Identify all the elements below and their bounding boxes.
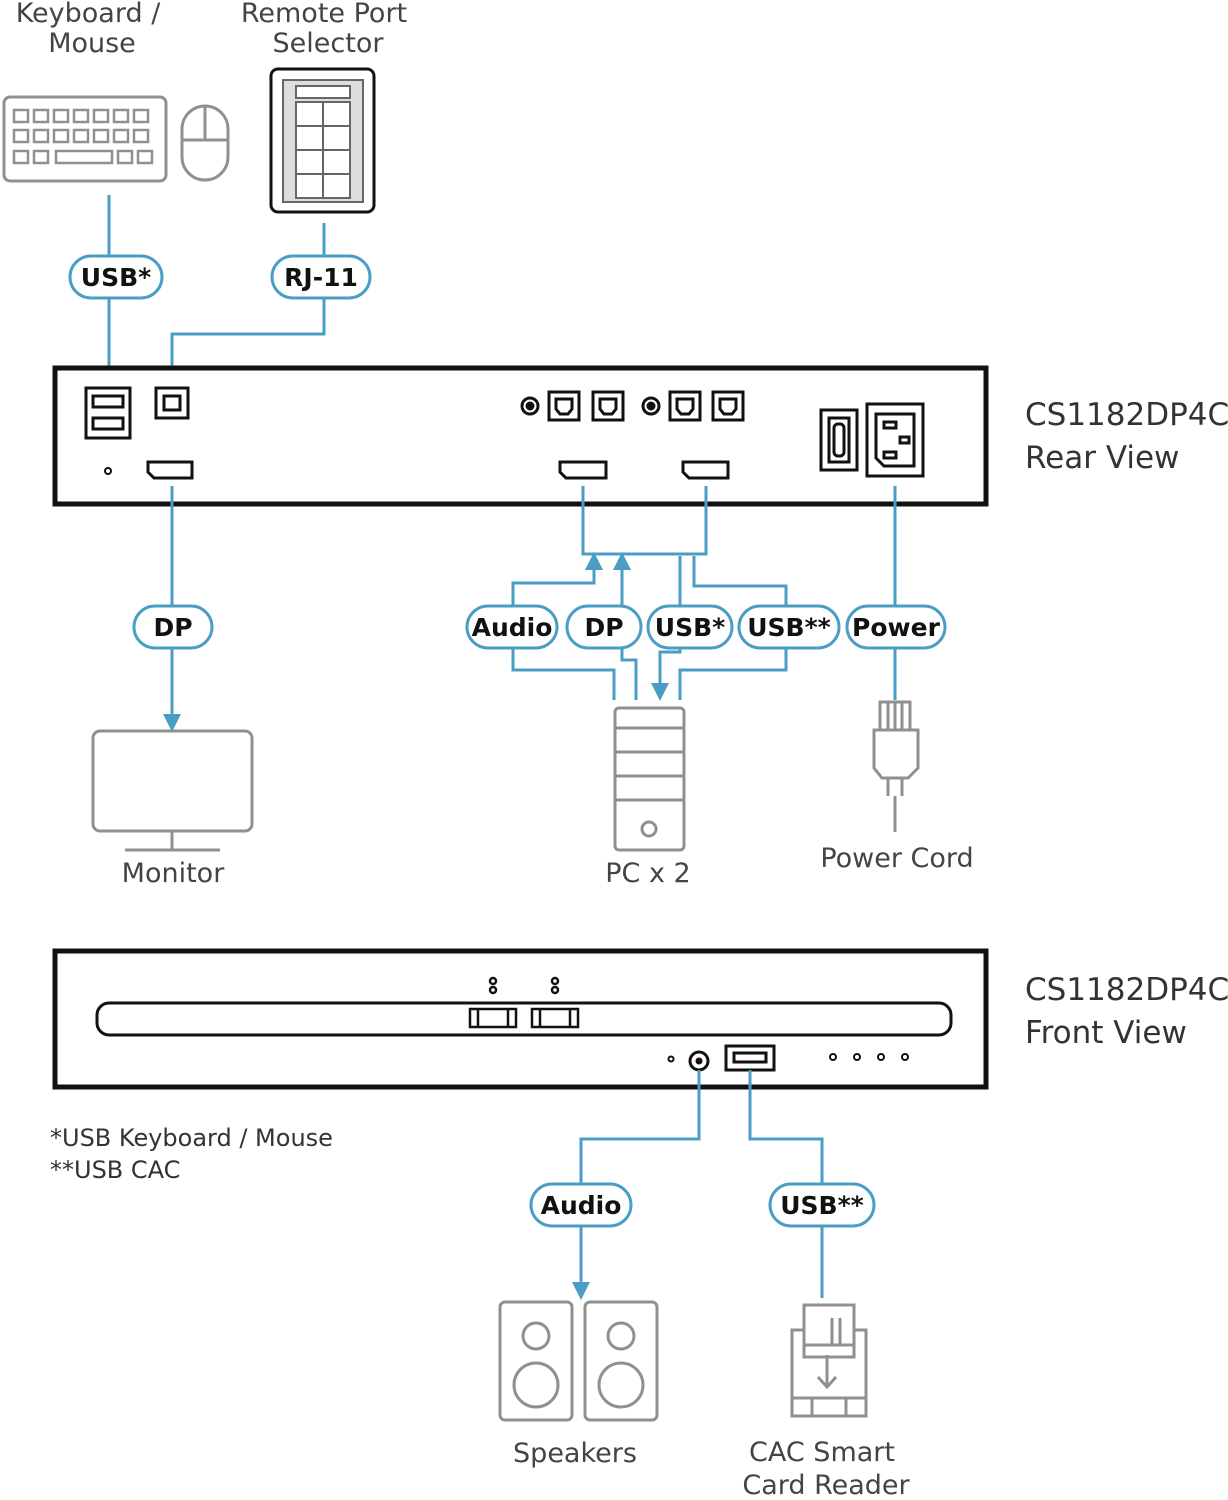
rear-dp-console-port-icon bbox=[146, 460, 194, 480]
rear-rj11-port-icon bbox=[154, 386, 190, 420]
port-select-button-2[interactable] bbox=[530, 976, 580, 1029]
remote-port-selector-icon bbox=[269, 67, 376, 214]
power-pill-label: Power bbox=[852, 613, 941, 642]
footnote-usb-kbm: *USB Keyboard / Mouse bbox=[50, 1124, 333, 1152]
usbcac-pc-pill-label: USB** bbox=[747, 613, 831, 642]
keyboard-mouse-label-line1: Keyboard / bbox=[16, 0, 162, 29]
audio-front-cable bbox=[572, 1070, 701, 1300]
footnote-usb-cac: **USB CAC bbox=[50, 1156, 180, 1184]
power-cord-label: Power Cord bbox=[820, 843, 973, 874]
power-pill: Power bbox=[845, 604, 947, 650]
usb-pc-pill: USB* bbox=[646, 604, 734, 650]
monitor-label: Monitor bbox=[122, 858, 226, 889]
power-plug-icon bbox=[872, 700, 920, 832]
rear-pc2-ports-icon bbox=[641, 390, 745, 480]
dp-pc-pill: DP bbox=[565, 604, 643, 650]
audio-front-pill: Audio bbox=[529, 1182, 633, 1228]
port-select-button-1[interactable] bbox=[468, 976, 518, 1029]
dp-pc-pill-label: DP bbox=[584, 613, 623, 642]
front-indicator-leds-icon bbox=[829, 1053, 909, 1061]
usbcac-front-pill: USB** bbox=[768, 1182, 876, 1228]
keyboard-icon bbox=[2, 95, 168, 183]
pc-label: PC x 2 bbox=[605, 858, 690, 889]
monitor-icon bbox=[91, 729, 254, 852]
usb-pc-pill-label: USB* bbox=[655, 613, 725, 642]
usbcac-pc-pill: USB** bbox=[737, 604, 841, 650]
speakers-icon bbox=[498, 1300, 659, 1422]
rear-view-label: Rear View bbox=[1025, 440, 1179, 476]
power-switch-icon bbox=[819, 408, 859, 472]
remote-port-selector-label-line2: Selector bbox=[273, 28, 385, 59]
front-model-label: CS1182DP4C bbox=[1025, 972, 1228, 1008]
audio-front-pill-label: Audio bbox=[541, 1191, 622, 1220]
audio-pc-pill-label: Audio bbox=[472, 613, 553, 642]
cac-reader-label-line2: Card Reader bbox=[742, 1470, 910, 1500]
usb-kbm-pill: USB* bbox=[68, 254, 164, 300]
rj11-cable bbox=[170, 223, 326, 386]
rear-panel bbox=[52, 365, 989, 507]
rj11-pill: RJ-11 bbox=[270, 254, 372, 300]
power-inlet-icon bbox=[865, 402, 925, 478]
dp-monitor-pill: DP bbox=[132, 604, 214, 650]
rj11-pill-label: RJ-11 bbox=[284, 263, 358, 292]
cac-reader-label-line1: CAC Smart bbox=[749, 1437, 895, 1468]
front-panel bbox=[52, 948, 989, 1090]
audio-pc-pill: Audio bbox=[465, 604, 559, 650]
keyboard-mouse-label-line2: Mouse bbox=[48, 28, 136, 59]
usbcac-front-pill-label: USB** bbox=[780, 1191, 864, 1220]
usb-kbm-pill-label: USB* bbox=[81, 263, 151, 292]
pc-bundle-top bbox=[581, 486, 708, 556]
front-led-icon bbox=[667, 1055, 675, 1063]
dp-monitor-pill-label: DP bbox=[153, 613, 192, 642]
front-view-label: Front View bbox=[1025, 1015, 1187, 1051]
cac-reader-icon bbox=[790, 1303, 868, 1418]
rear-pc1-ports-icon bbox=[520, 390, 625, 480]
rear-led-icon bbox=[104, 467, 112, 475]
usb-pc-cable bbox=[651, 556, 682, 701]
remote-port-selector-label-line1: Remote Port bbox=[241, 0, 407, 29]
mouse-icon bbox=[180, 104, 230, 182]
pc-tower-icon bbox=[613, 706, 686, 852]
speakers-label: Speakers bbox=[513, 1438, 637, 1469]
rear-usb-port-icon bbox=[84, 386, 132, 440]
rear-model-label: CS1182DP4C bbox=[1025, 397, 1228, 433]
